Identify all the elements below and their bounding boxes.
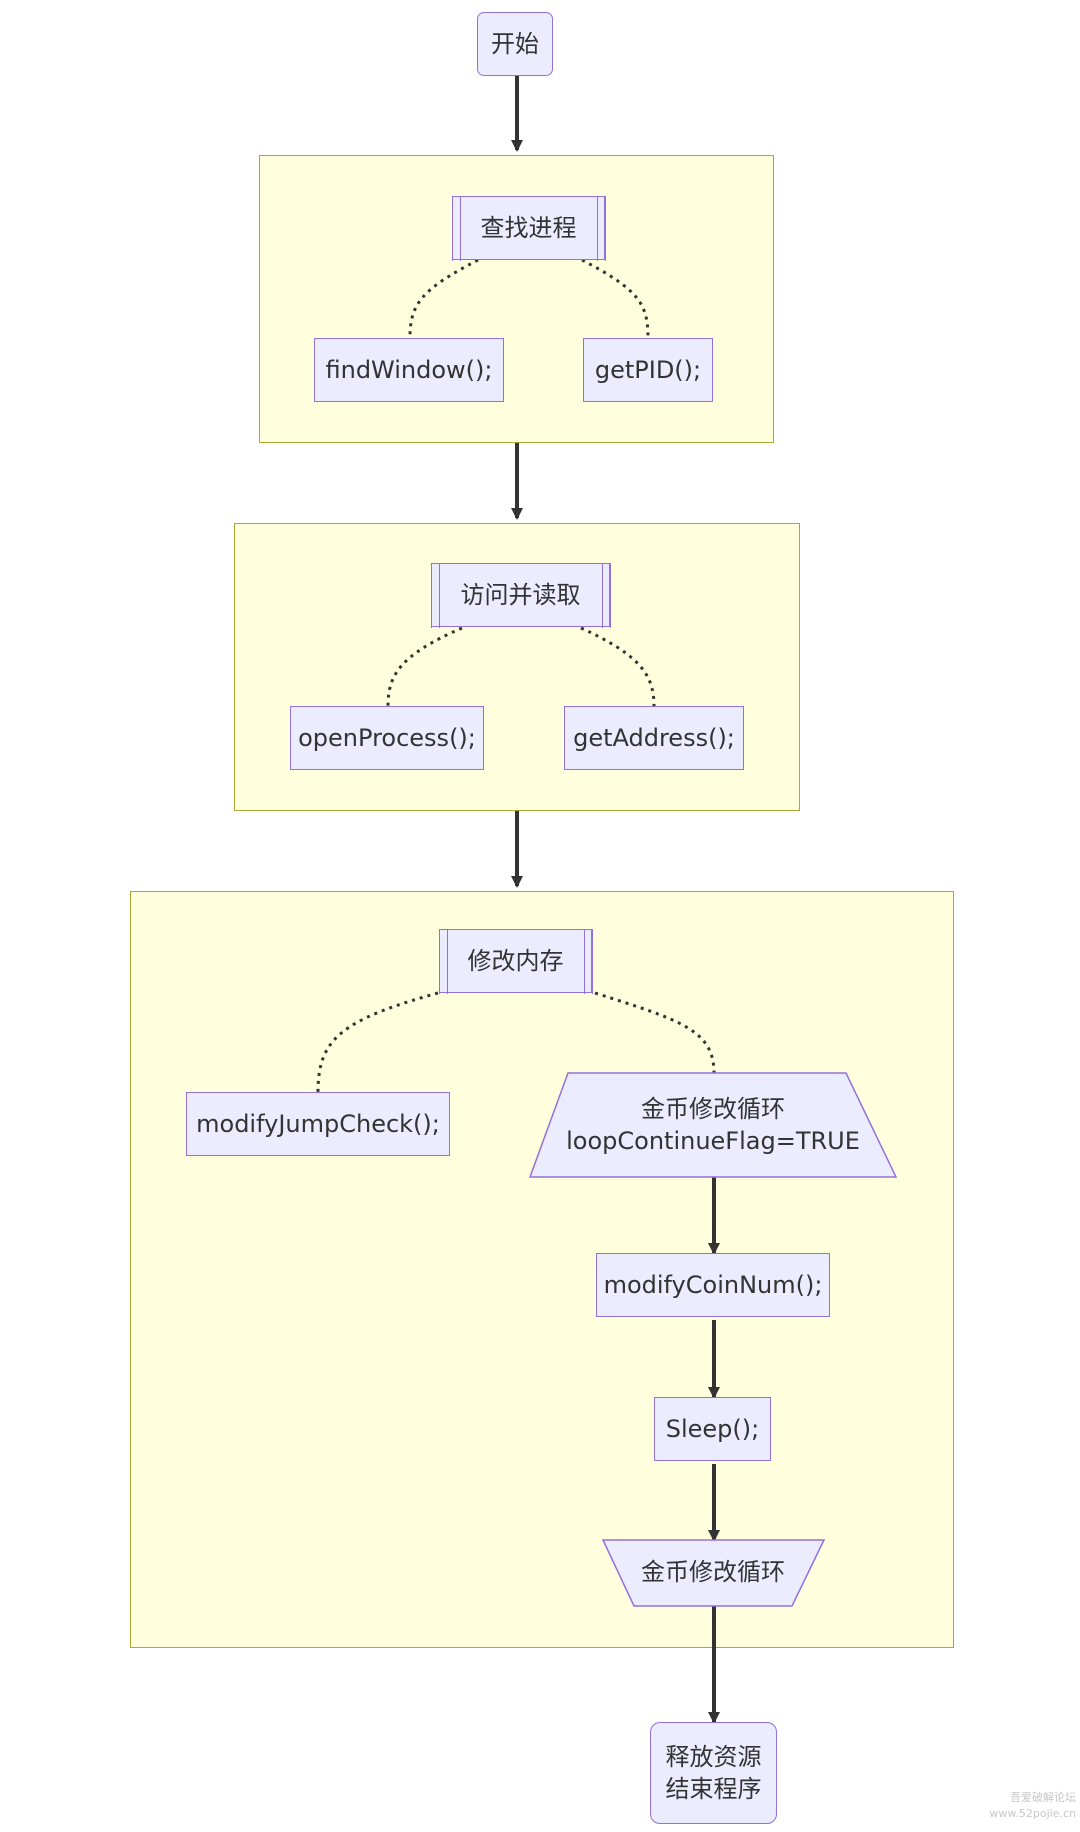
edge-dotted-get-pid [581,258,650,339]
watermark-line2: www.52pojie.cn [989,1807,1076,1820]
find-window-node: findWindow(); [314,338,504,402]
end-line2: 结束程序 [665,1775,762,1803]
loop-start-line2: loopContinueFlag=TRUE [566,1127,860,1155]
loop-end-shape [601,1539,826,1607]
subroutine-modify-memory: 修改内存 [438,928,593,994]
subroutine-find-process: 查找进程 [451,195,606,261]
modify-jump-check-node: modifyJumpCheck(); [186,1092,450,1156]
edge-dotted-get-address [580,626,656,707]
end-line1: 释放资源 [665,1743,762,1771]
subroutine-access-read: 访问并读取 [430,562,611,628]
edge-dotted-find-window [408,258,479,339]
loop-start-line1: 金币修改循环 [641,1095,785,1123]
get-address-node: getAddress(); [564,706,744,770]
open-process-node: openProcess(); [290,706,484,770]
edge-dotted-loop [594,991,716,1074]
modify-coin-num-node: modifyCoinNum(); [596,1253,830,1317]
edge-dotted-open-process [386,626,463,707]
end-node: 释放资源 结束程序 [650,1722,777,1824]
watermark: 吾爱破解论坛 www.52pojie.cn [964,1790,1076,1830]
edge-dotted-jump-check [316,991,439,1093]
loop-end-text: 金币修改循环 [622,1550,804,1594]
loop-start-text: 金币修改循环 loopContinueFlag=TRUE [548,1081,878,1169]
watermark-line1: 吾爱破解论坛 [1010,1791,1076,1804]
loop-start-shape [528,1072,898,1178]
sleep-node: Sleep(); [654,1397,771,1461]
loop-end-label: 金币修改循环 [641,1558,785,1586]
get-pid-node: getPID(); [583,338,713,402]
start-node: 开始 [477,12,553,76]
